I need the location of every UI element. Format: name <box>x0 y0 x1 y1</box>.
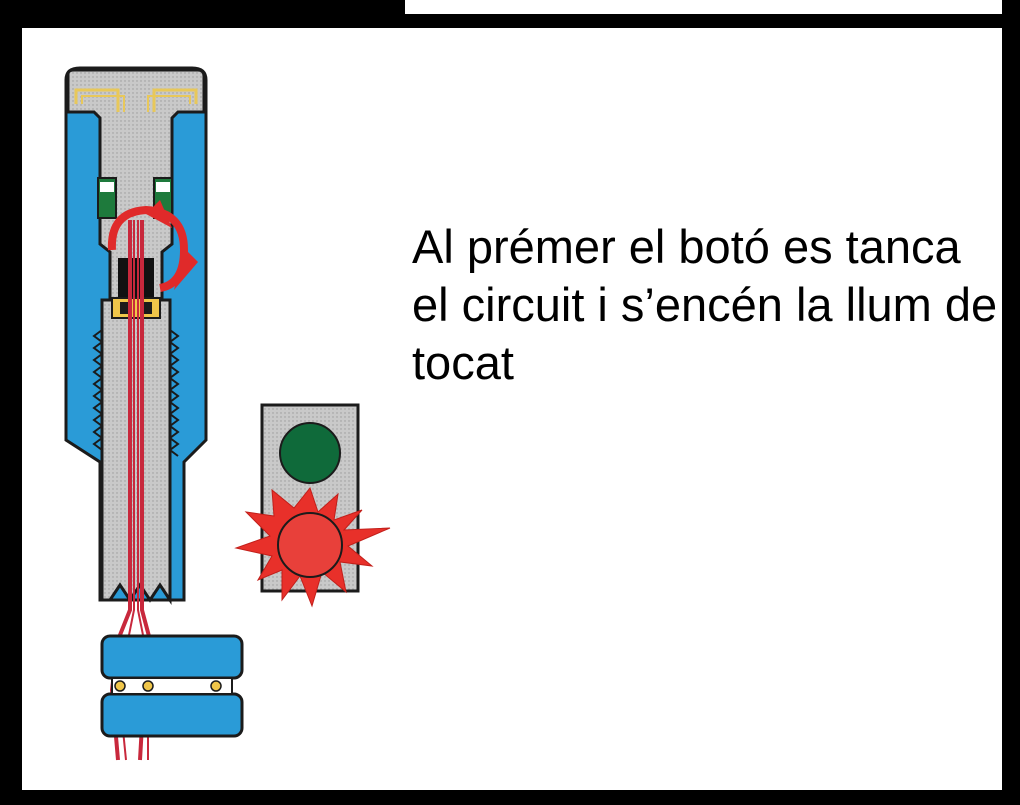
frame-border-left <box>0 0 22 805</box>
caption-line-1: Al prémer el botó es tanca <box>412 220 961 273</box>
blade-shaft <box>92 298 180 605</box>
caption-text: Al prémer el botó es tanca el circuit i … <box>412 218 1002 392</box>
frame-border-right <box>1002 0 1020 805</box>
green-light-icon <box>279 422 341 484</box>
rotation-arrow-icon <box>107 200 198 292</box>
point-tip <box>66 68 206 302</box>
caption-line-3: tocat <box>412 336 514 389</box>
frame-border-top-gap <box>405 0 1020 14</box>
caption-line-2: el circuit i s’encén la llum de <box>412 278 998 331</box>
frame-border-bottom <box>0 790 1020 805</box>
red-light-burst-icon <box>234 486 391 608</box>
socket-connector <box>100 634 244 738</box>
switch-block <box>111 258 161 319</box>
